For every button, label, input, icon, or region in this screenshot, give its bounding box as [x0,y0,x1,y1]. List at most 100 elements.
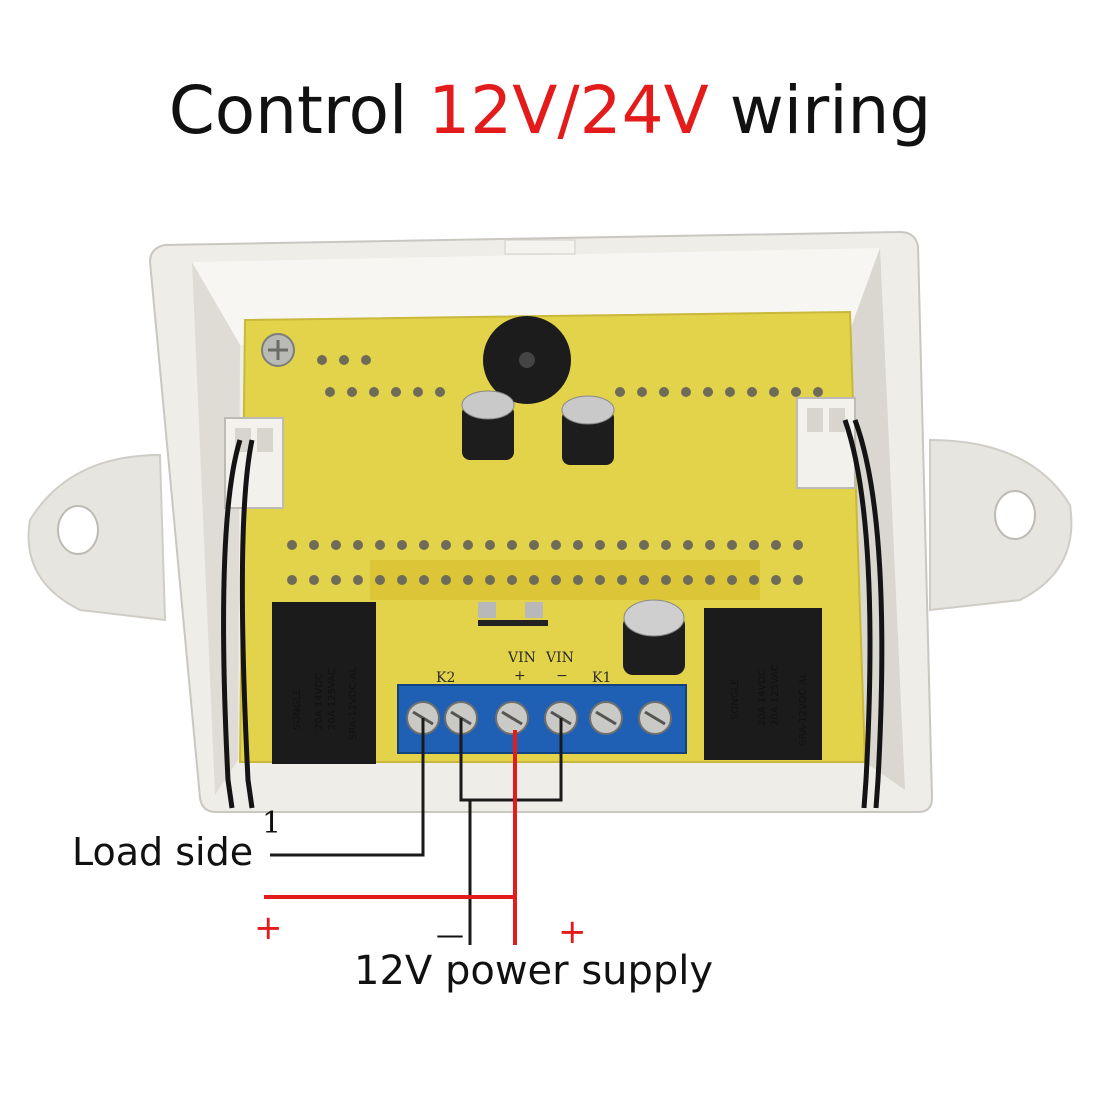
relay-k1-model: SRA-12VDC-AL [798,672,809,746]
solder-pad [595,575,605,585]
solder-pad [309,540,319,550]
solder-pad [747,387,757,397]
solder-pad [369,387,379,397]
solder-pad [617,575,627,585]
solder-pad [391,387,401,397]
solder-pad [441,575,451,585]
capacitor-left-icon [461,390,515,460]
solder-pad [637,387,647,397]
solder-pad [529,575,539,585]
silk-vin-plus: VIN [507,650,536,666]
relay-k1: SONGLE 20A 14VDC 20A 125VAC SRA-12VDC-AL [704,608,822,760]
solder-pad [375,575,385,585]
solder-pad [463,575,473,585]
enclosure-left-wall [192,262,240,795]
solder-pad [551,540,561,550]
solder-pad [309,575,319,585]
relay-k2-rating-1: 20A 14VDC [314,673,325,730]
solder-pad [325,387,335,397]
solder-pad [725,387,735,397]
solder-pad [353,540,363,550]
capacitor-right-icon [561,395,615,465]
silk-k1: K1 [592,670,611,686]
solder-pad [683,540,693,550]
solder-pad [529,540,539,550]
solder-pad [573,575,583,585]
solder-pad [793,575,803,585]
left-sensor-cable-2 [239,439,255,809]
solder-pad [639,540,649,550]
title-suffix: wiring [729,72,932,149]
solder-pad [485,575,495,585]
smd-resistor [478,620,548,626]
right-mounting-hole [994,490,1036,540]
supply-plus-sign: + [558,912,587,952]
buzzer-hole [519,352,535,368]
wiring-lines [264,718,563,945]
solder-pad [793,540,803,550]
relay-k2-model: SRA-12VDC-AL [348,666,359,740]
relay-k1-brand: SONGLE [730,679,741,720]
relay-k2: SONGLE 20A 14VDC 20A 125VAC SRA-12VDC-AL [272,602,376,764]
solder-pad [551,575,561,585]
solder-pad [361,355,371,365]
terminal-screw-icon [638,701,672,735]
solder-pad [749,540,759,550]
capacitor-lower-icon [623,599,685,675]
solder-pad [397,540,407,550]
solder-pad [749,575,759,585]
screw-slot [268,340,288,360]
load-side-wire [270,718,425,857]
solder-pad [727,540,737,550]
right-sensor-cable [842,419,873,809]
relay-k1-rating-1: 20A 14VDC [757,669,768,726]
solder-pad [331,540,341,550]
relay-k2-brand: SONGLE [292,689,303,730]
solder-pad [287,540,297,550]
left-sensor-cable [221,439,243,809]
silk-k2: K2 [436,670,455,686]
relay-k1-rating-2: 20A 125VAC [770,664,781,726]
relay-k2-rating-2: 20A 125VAC [327,668,338,730]
solder-pad [573,540,583,550]
solder-pad [419,540,429,550]
title-voltage-highlight: 12V/24V [428,72,709,149]
solder-pad [331,575,341,585]
solder-pad [485,540,495,550]
title-prefix: Control [168,72,408,149]
solder-pad [771,540,781,550]
solder-pad [347,387,357,397]
right-sensor-cable-2 [852,419,885,809]
left-mounting-hole [57,505,99,555]
smd-pad [478,602,496,618]
load-plus-sign: + [254,908,283,948]
load-side-label: Load side [72,830,254,874]
solder-pad [703,387,713,397]
enclosure-clip [504,239,576,255]
solder-pad [375,540,385,550]
solder-pad [683,575,693,585]
terminal-screw-icon [495,701,529,735]
solder-pad [615,387,625,397]
solder-pad [727,575,737,585]
k2-to-vin-minus-jumper [459,718,563,802]
solder-pad [441,540,451,550]
solder-pad [791,387,801,397]
solder-pad [435,387,445,397]
terminal-block [397,684,687,754]
supply-minus-sign: — [436,918,464,951]
solder-pad [769,387,779,397]
solder-pad [681,387,691,397]
solder-pad [705,575,715,585]
solder-pad [397,575,407,585]
solder-pad [661,540,671,550]
solder-pad [339,355,349,365]
power-supply-label: 12V power supply [354,948,714,994]
solder-pad [639,575,649,585]
solder-pad [661,575,671,585]
silk-vin-minus: VIN [545,650,574,666]
pcb-copper-trace [370,560,760,600]
solder-pad [617,540,627,550]
solder-pad [507,540,517,550]
